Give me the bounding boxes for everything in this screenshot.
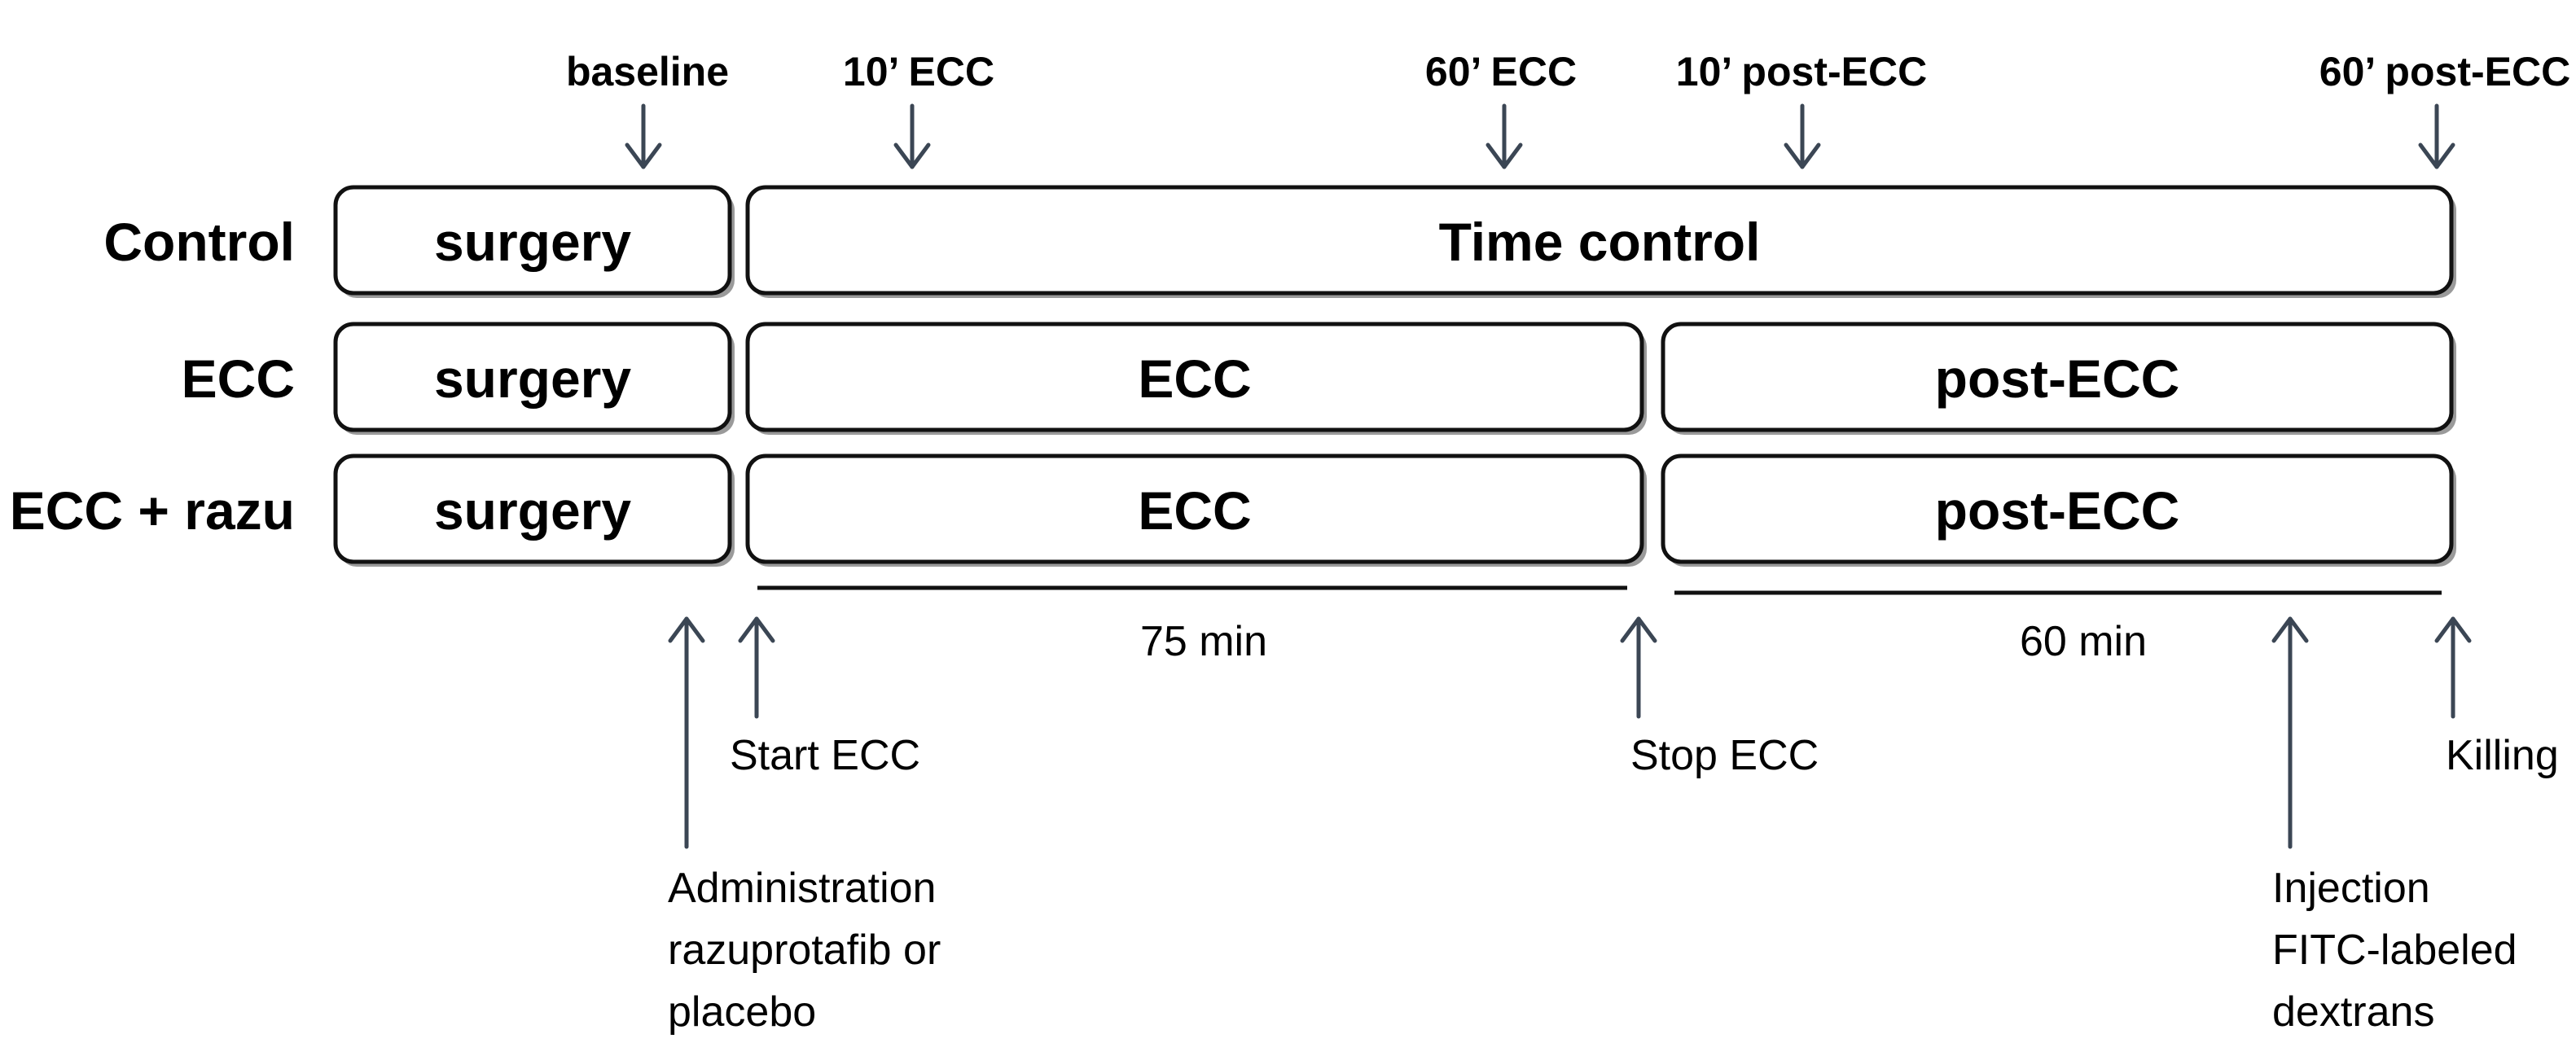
event-administration-line-3: placebo xyxy=(668,988,816,1036)
arrow-down-60-ecc xyxy=(1485,103,1523,169)
phase-box-time-control: Time control xyxy=(745,185,2456,298)
event-arrows xyxy=(668,616,2472,849)
event-administration-line-2: razuprotafib or xyxy=(668,927,941,974)
phase-box-ecc-razu: ECC xyxy=(745,454,1647,567)
phase-post-ecc-label: post-ECC xyxy=(1935,348,2180,409)
arrow-down-10-ecc xyxy=(893,103,931,169)
phase-surgery-label: surgery xyxy=(434,348,631,409)
event-labels: Start ECC Stop ECC Killing Administratio… xyxy=(668,732,2559,1036)
timepoint-60-ecc-label: 60’ ECC xyxy=(1425,49,1577,94)
timepoint-10-post-ecc-label: 10’ post-ECC xyxy=(1676,49,1927,94)
phase-surgery-label: surgery xyxy=(434,480,631,541)
arrow-up-start-ecc xyxy=(738,616,775,719)
event-killing-label: Killing xyxy=(2446,732,2559,779)
row-control: surgery Time control xyxy=(333,185,2456,298)
event-injection-line-1: Injection xyxy=(2272,865,2430,912)
phase-ecc-label: ECC xyxy=(1138,348,1251,409)
group-ecc-label: ECC xyxy=(182,348,295,409)
timepoint-arrows xyxy=(625,103,2455,169)
group-control-label: Control xyxy=(103,212,295,272)
arrow-down-10-post-ecc xyxy=(1784,103,1821,169)
phase-post-ecc-label: post-ECC xyxy=(1935,480,2180,541)
arrow-up-administration xyxy=(668,616,705,849)
duration-ecc-label: 75 min xyxy=(1140,618,1267,665)
event-start-ecc-label: Start ECC xyxy=(730,732,920,779)
event-injection-line-3: dextrans xyxy=(2272,988,2434,1036)
event-injection-line-2: FITC-labeled xyxy=(2272,927,2517,974)
timepoint-60-post-ecc-label: 60’ post-ECC xyxy=(2319,49,2570,94)
duration-bars: 75 min 60 min xyxy=(757,585,2442,665)
timepoint-labels: baseline 10’ ECC 60’ ECC 10’ post-ECC 60… xyxy=(566,49,2570,94)
group-ecc-razu-label: ECC + razu xyxy=(10,480,295,541)
timepoint-10-ecc-label: 10’ ECC xyxy=(843,49,994,94)
phase-box-post-ecc-razu: post-ECC xyxy=(1661,454,2456,567)
arrow-up-stop-ecc xyxy=(1620,616,1657,719)
phase-box-ecc: ECC xyxy=(745,322,1647,435)
arrow-down-baseline xyxy=(625,103,662,169)
arrow-up-injection xyxy=(2271,616,2309,849)
arrow-up-killing xyxy=(2434,616,2472,719)
event-administration-line-1: Administration xyxy=(668,865,936,912)
phase-box-surgery-ecc: surgery xyxy=(333,322,735,435)
phase-box-surgery-control: surgery xyxy=(333,185,735,298)
arrow-down-60-post-ecc xyxy=(2418,103,2455,169)
row-ecc: surgery ECC post-ECC xyxy=(333,322,2456,435)
duration-post-ecc-label: 60 min xyxy=(2020,618,2147,665)
phase-box-surgery-ecc-razu: surgery xyxy=(333,454,735,567)
phase-box-post-ecc: post-ECC xyxy=(1661,322,2456,435)
event-stop-ecc-label: Stop ECC xyxy=(1630,732,1819,779)
phase-ecc-label: ECC xyxy=(1138,480,1251,541)
phase-surgery-label: surgery xyxy=(434,212,631,272)
timepoint-baseline-label: baseline xyxy=(566,49,729,94)
group-labels: Control ECC ECC + razu xyxy=(10,212,295,541)
phase-time-control-label: Time control xyxy=(1439,212,1761,272)
row-ecc-razu: surgery ECC post-ECC xyxy=(333,454,2456,567)
